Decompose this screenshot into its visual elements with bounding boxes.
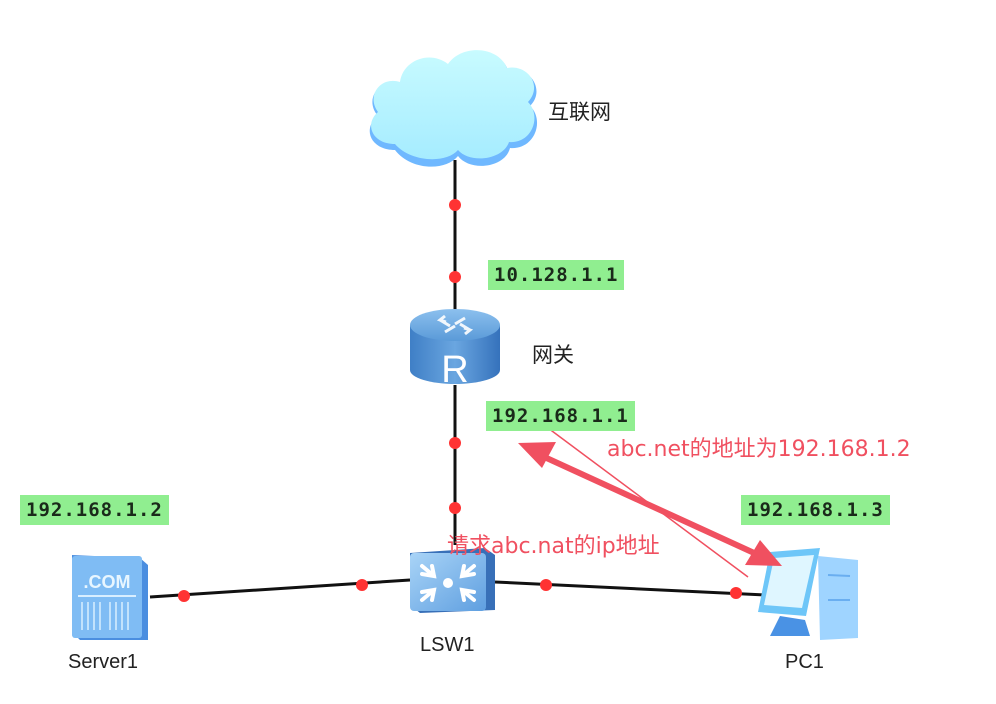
gateway-wan-ip-label: 10.128.1.1 <box>488 260 625 290</box>
switch-icon[interactable] <box>410 548 495 613</box>
double-arrow-shaft <box>538 452 767 561</box>
annotation-arrows <box>518 427 782 578</box>
svg-text:R: R <box>441 349 468 391</box>
link-switch-pc[interactable] <box>494 580 766 597</box>
arrow-head-pc <box>745 540 782 566</box>
server-ip-label: 192.168.1.2 <box>20 495 169 525</box>
internet-cloud-icon[interactable] <box>369 50 538 167</box>
port-dot <box>730 587 742 599</box>
port-dots <box>178 199 742 602</box>
response-annotation: abc.net的地址为192.168.1.2 <box>607 437 911 462</box>
port-dot <box>449 199 461 211</box>
pc-ip-label: 192.168.1.3 <box>741 495 890 525</box>
server-icon[interactable]: .COM <box>72 555 148 640</box>
router-icon[interactable]: R <box>410 309 500 391</box>
internet-label: 互联网 <box>548 100 611 124</box>
port-dot <box>178 590 190 602</box>
links <box>149 160 766 599</box>
port-dot <box>449 437 461 449</box>
port-dot <box>356 579 368 591</box>
port-dot <box>449 502 461 514</box>
svg-text:.COM: .COM <box>84 572 131 592</box>
server-label: Server1 <box>68 651 139 673</box>
pc-label: PC1 <box>785 651 824 673</box>
switch-label: LSW1 <box>420 634 475 656</box>
port-dot <box>540 579 552 591</box>
arrow-head-gateway <box>518 442 556 468</box>
gateway-lan-ip-label: 192.168.1.1 <box>486 401 635 431</box>
port-dot <box>449 271 461 283</box>
gateway-label: 网关 <box>532 343 574 367</box>
request-annotation: 请求abc.nat的ip地址 <box>447 534 660 559</box>
